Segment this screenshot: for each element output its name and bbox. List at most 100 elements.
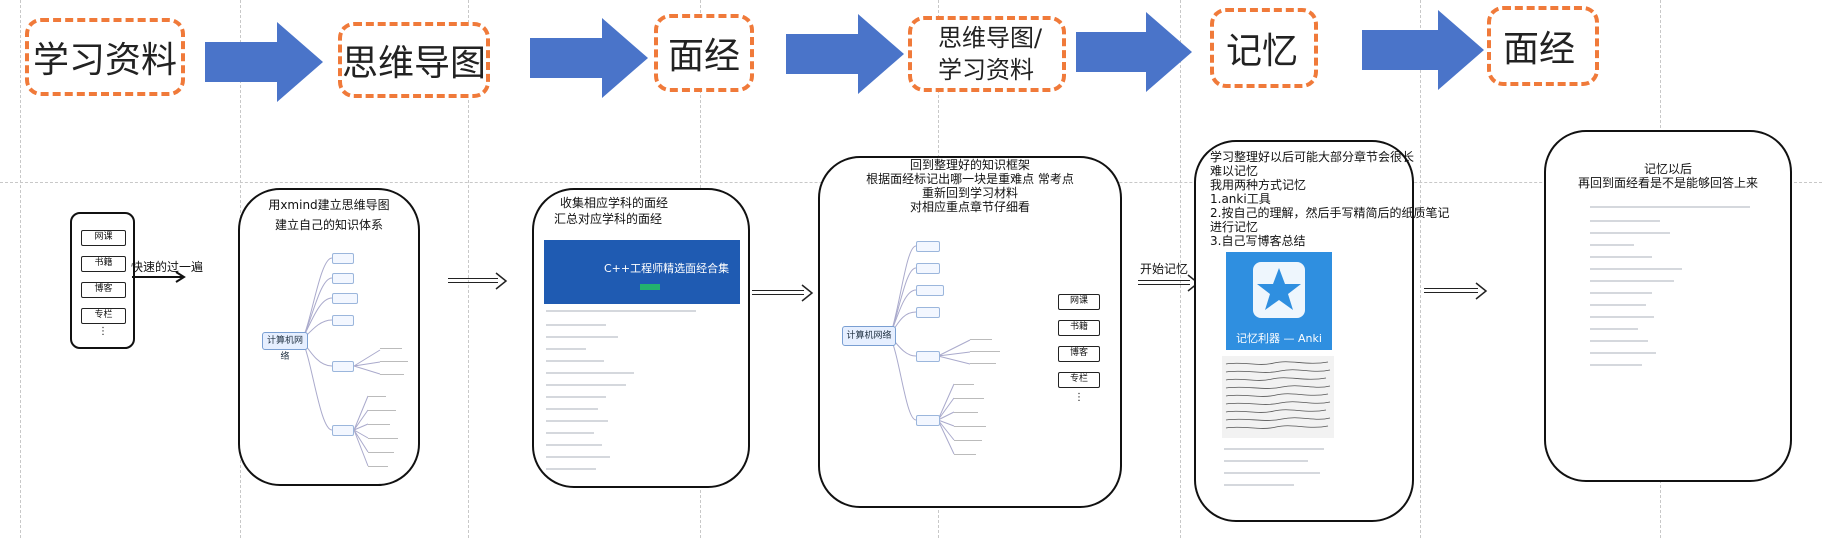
doc-line (546, 432, 594, 434)
flow-arrow-icon (1076, 12, 1192, 92)
doc-line (1590, 304, 1646, 306)
doc-line (546, 444, 602, 446)
doc-line (546, 336, 618, 338)
mindmap-node (332, 361, 354, 372)
mindmap-node (332, 315, 354, 326)
chip-blogs: 博客 (81, 282, 126, 298)
panel-text-line1: 用xmind建立思维导图 (268, 198, 390, 212)
ellipsis: ⋮ (1074, 392, 1084, 403)
grid-line (20, 0, 21, 538)
interview-banner: C++工程师精选面经合集 (544, 240, 740, 304)
doc-line (1590, 316, 1654, 318)
mindmap-node (916, 241, 940, 252)
mindmap-leaf (970, 363, 996, 364)
double-arrow-shaft (752, 290, 804, 295)
doc-line (546, 456, 610, 458)
anki-caption: 记忆利器 — Anki (1236, 332, 1322, 345)
mindmap-node (332, 425, 354, 436)
panel-text-line3: 重新回到学习材料 (921, 186, 1018, 200)
memory-line: 2.按自己的理解，然后手写精简后的纸质笔记 (1210, 206, 1450, 220)
double-arrow-shaft (1138, 280, 1190, 285)
doc-line (546, 420, 608, 422)
double-arrow-head-icon (495, 272, 508, 290)
mindmap-leaf (954, 440, 982, 441)
doc-line (546, 360, 604, 362)
quick-pass-label: 快速的过一遍 (131, 260, 204, 274)
stage-label: 面经 (1503, 29, 1576, 70)
doc-line (1224, 460, 1308, 462)
thin-arrow-icon (132, 271, 186, 283)
start-memory-label: 开始记忆 (1140, 262, 1189, 276)
mindmap-leaf (380, 361, 408, 362)
panel-text-line1: 记忆以后 (1643, 162, 1692, 176)
mindmap-leaf (954, 398, 984, 399)
flow-arrow-icon (1362, 10, 1484, 90)
panel-xmind: 用xmind建立思维导图 建立自己的知识体系 计算机网络 (238, 188, 420, 486)
ellipsis: ⋮ (98, 326, 108, 337)
flow-arrow-icon (205, 22, 323, 102)
double-arrow-shaft (448, 278, 498, 283)
stage-mind-map: 思维导图 (338, 22, 490, 98)
doc-line (1224, 448, 1324, 450)
stage-mindmap-materials: 思维导图/ 学习资料 (908, 16, 1066, 92)
anki-star-icon (1253, 262, 1305, 318)
panel-text-line1: 收集相应学科的面经 (560, 196, 669, 210)
flow-arrow-icon (786, 14, 904, 94)
doc-line (1590, 340, 1648, 342)
doc-line (1590, 292, 1652, 294)
mindmap-node (916, 415, 940, 426)
chip-columns: 专栏 (81, 308, 126, 324)
panel-text-line2: 根据面经标记出哪一块是重难点 常考点 (866, 172, 1074, 186)
doc-line (1590, 364, 1642, 366)
mindmap-root: 计算机网络 (842, 326, 896, 346)
doc-line (546, 372, 634, 374)
chip-blogs: 博客 (1058, 346, 1100, 362)
memory-line: 难以记忆 (1210, 164, 1259, 178)
grid-line (1180, 0, 1181, 538)
memory-line: 3.自己写博客总结 (1210, 234, 1306, 248)
anki-logo: 记忆利器 — Anki (1226, 252, 1332, 350)
mindmap-leaf (954, 412, 978, 413)
mindmap-root: 计算机网络 (262, 332, 308, 362)
stage-memory: 记忆 (1210, 8, 1318, 88)
doc-line (1590, 328, 1638, 330)
stage-label-line1: 思维导图/ (938, 24, 1043, 52)
double-arrow-head-icon (801, 284, 814, 302)
doc-line (1590, 220, 1660, 222)
grid-line (1420, 0, 1421, 538)
stage-interview-experience: 面经 (654, 14, 754, 92)
chip-books: 书籍 (1058, 320, 1100, 336)
stage-label-line2: 学习资料 (938, 56, 1034, 84)
panel-learning-sources: 网课 书籍 博客 专栏 ⋮ (70, 212, 135, 349)
panel-review: 记忆以后 再回到面经看是不是能够回答上来 (1544, 130, 1792, 482)
stage-label: 学习资料 (32, 40, 177, 81)
panel-text-line2: 汇总对应学科的面经 (554, 212, 663, 226)
chip-columns: 专栏 (1058, 372, 1100, 388)
mindmap-leaf (970, 351, 1000, 352)
mindmap-leaf (368, 438, 398, 439)
doc-line (1590, 280, 1674, 282)
mindmap-node (916, 307, 940, 318)
mindmap-leaf (380, 374, 404, 375)
doc-line (1590, 352, 1656, 354)
double-arrow-shaft (1424, 288, 1478, 293)
memory-line: 进行记忆 (1210, 220, 1259, 234)
chip-online-course: 网课 (1058, 294, 1100, 310)
doc-line (546, 396, 606, 398)
doc-line (546, 468, 596, 470)
mindmap-leaf (368, 410, 396, 411)
doc-line (1224, 484, 1294, 486)
stage-label: 面经 (667, 36, 740, 77)
mindmap-leaf (368, 396, 386, 397)
memory-line: 学习整理好以后可能大部分章节会很长 (1210, 150, 1415, 164)
stage-interview-review: 面经 (1487, 6, 1599, 86)
panel-text-line1: 回到整理好的知识框架 (909, 158, 1030, 172)
mindmap-leaf (970, 339, 992, 340)
doc-line (1224, 472, 1320, 474)
mindmap-leaf (380, 348, 402, 349)
mindmap-leaf (368, 424, 390, 425)
mindmap-leaf (954, 426, 986, 427)
handwritten-notes-image (1222, 356, 1334, 438)
mindmap-leaf (954, 384, 974, 385)
doc-line (546, 408, 598, 410)
